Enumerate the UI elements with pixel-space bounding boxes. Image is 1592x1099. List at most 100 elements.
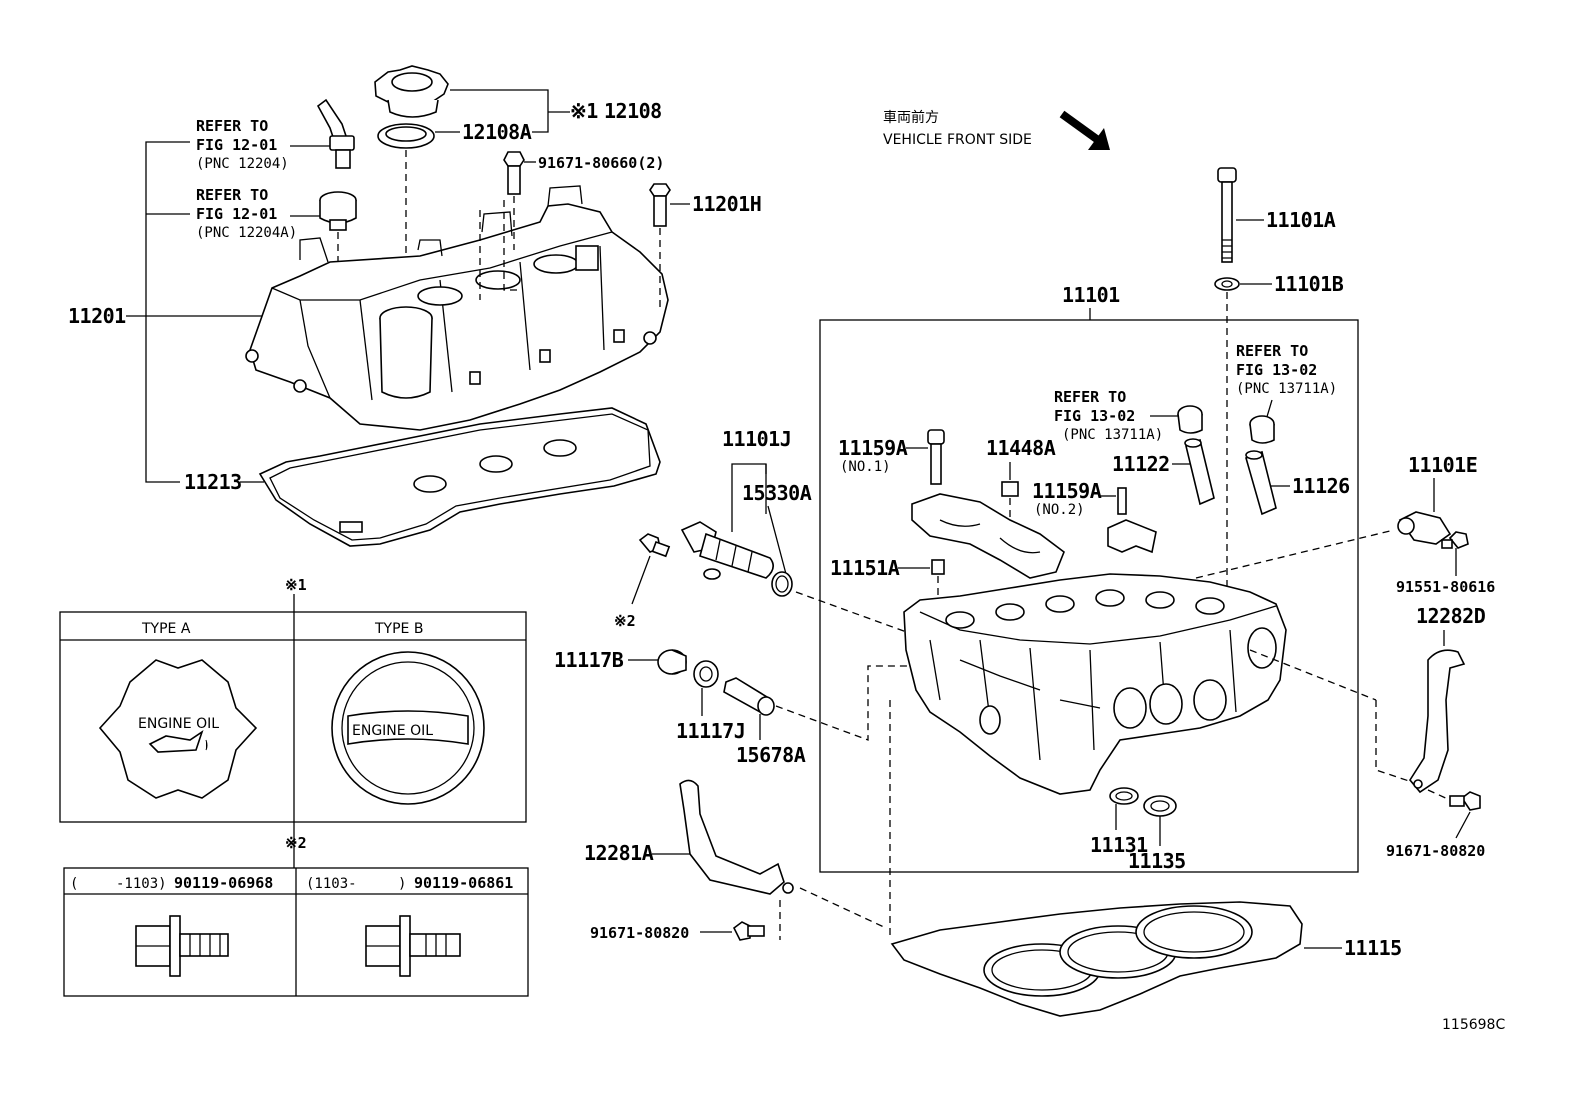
- part-label-11131: 11131: [1090, 833, 1148, 857]
- part-label-11117J: 11117J: [676, 719, 745, 743]
- valve-guide-11122: [1184, 438, 1215, 506]
- refer-label-2-line3: (PNC 12204A): [196, 225, 297, 241]
- oil-filler-gasket: [377, 123, 435, 149]
- part-label-11101J: 11101J: [722, 427, 791, 451]
- bolt-11201H: [649, 183, 671, 227]
- gasket-11117J: [693, 660, 719, 688]
- camshaft-bearing-cap: [911, 493, 1065, 579]
- head-bolt-washer-11101B: [1214, 277, 1240, 291]
- part-label-11201: 11201: [68, 304, 126, 328]
- refer-label-3-line3: (PNC 13711A): [1062, 427, 1163, 443]
- part-label-91671-80820-right: 91671-80820: [1386, 842, 1485, 860]
- pcv-hose-fitting: [316, 98, 355, 169]
- part-label-11115: 11115: [1344, 936, 1402, 960]
- part-label-11201H: 11201H: [692, 192, 761, 216]
- valve-guide-11126: [1245, 450, 1277, 516]
- part-label-11151A: 11151A: [830, 556, 900, 580]
- union-15678A: [723, 677, 775, 716]
- cylinder-head-gasket: [890, 901, 1303, 1017]
- part-label-15678A: 15678A: [736, 743, 806, 767]
- cylinder-head: [903, 573, 1287, 795]
- part-label-91671-80660: 91671-80660(2): [538, 154, 664, 172]
- part-label-91551-80616: 91551-80616: [1396, 578, 1495, 596]
- valve-stem-seal-left: [1177, 405, 1203, 434]
- front-arrow-icon: [1059, 110, 1110, 150]
- part-label-11213: 11213: [184, 470, 242, 494]
- cap-type-a-header: TYPE A: [141, 621, 191, 637]
- plug-11117B: [657, 649, 687, 675]
- oil-filler-cap: [374, 65, 449, 118]
- refer-label-1-line2: FIG 12-01: [196, 136, 277, 154]
- valve-stem-seal-right: [1249, 415, 1275, 444]
- part-label-12281A: 12281A: [584, 841, 654, 865]
- part-label-11159A-1: 11159A: [838, 436, 908, 460]
- part-label-11159A-2-sub: (NO.2): [1034, 502, 1085, 518]
- oil-control-valve-o-ring: [771, 571, 793, 597]
- bolt-left-range: -1103): [116, 876, 167, 892]
- bolt-91671-80820-left: [732, 921, 765, 941]
- seal-11135: [1143, 795, 1177, 817]
- part-label-11101A: 11101A: [1266, 208, 1336, 232]
- part-label-11135: 11135: [1128, 849, 1186, 873]
- cap-type-b-header: TYPE B: [374, 621, 423, 637]
- direction-en-label: VEHICLE FRONT SIDE: [883, 132, 1032, 148]
- valve-cover: [245, 185, 669, 431]
- bolt-left-range-open: (: [70, 876, 78, 892]
- mark1-reference: ※1: [570, 99, 598, 123]
- oil-control-valve: [680, 521, 774, 580]
- refer-label-4-line3: (PNC 13711A): [1236, 381, 1337, 397]
- part-label-11101B: 11101B: [1274, 272, 1344, 296]
- engine-hanger-12282D: [1409, 649, 1466, 794]
- bolt-left-part-number: 90119-06968: [174, 874, 273, 892]
- bolt-table-mark: ※2: [285, 834, 307, 852]
- bolt-right-range-close: ): [398, 876, 406, 892]
- bolt-variant-table: ( -1103) 90119-06968 (1103- ) 90119-0686…: [63, 867, 529, 997]
- bolt-91671-80660: [503, 151, 525, 195]
- cap-table-mark: ※1: [285, 576, 307, 594]
- part-label-11448A: 11448A: [986, 436, 1056, 460]
- part-label-11126: 11126: [1292, 474, 1350, 498]
- part-label-11117B: 11117B: [554, 648, 624, 672]
- bolt-right-range: (1103-: [306, 876, 357, 892]
- flange-bolt-icon-left: [135, 915, 229, 977]
- part-label-11122: 11122: [1112, 452, 1170, 476]
- seal-11131: [1109, 787, 1139, 805]
- camshaft-bearing-bolt-no2: [1117, 487, 1127, 515]
- cylinder-head-assembly-box: [819, 319, 1359, 873]
- refer-label-1-line3: (PNC 12204): [196, 156, 289, 172]
- refer-label-1-line1: REFER TO: [196, 117, 268, 135]
- head-bolt-11101A: [1217, 167, 1237, 263]
- vehicle-front-indicator: 車両前方 VEHICLE FRONT SIDE: [883, 109, 1110, 150]
- ocv-bolt-mark: ※2: [614, 612, 636, 630]
- figure-id: 115698C: [1442, 1017, 1505, 1033]
- cap-a-text: ENGINE OIL: [138, 716, 219, 732]
- dowel-pin-11151A: [931, 559, 945, 575]
- refer-label-2-line1: REFER TO: [196, 186, 268, 204]
- refer-label-4-line2: FIG 13-02: [1236, 361, 1317, 379]
- refer-label-3-line2: FIG 13-02: [1054, 407, 1135, 425]
- refer-label-3-line1: REFER TO: [1054, 388, 1126, 406]
- bolt-91671-80820-right: [1449, 791, 1481, 811]
- cap-b-text: ENGINE OIL: [352, 723, 433, 739]
- engine-hanger-12281A: [679, 779, 794, 895]
- bolt-91551-80616: [1441, 531, 1469, 549]
- oil-can-icon: [148, 730, 208, 753]
- refer-label-2-line2: FIG 12-01: [196, 205, 277, 223]
- part-label-11101: 11101: [1062, 283, 1120, 307]
- part-label-15330A: 15330A: [742, 481, 812, 505]
- dowel-pin-11448A: [1001, 481, 1019, 497]
- part-label-91671-80820-left: 91671-80820: [590, 924, 689, 942]
- part-label-11159A-2: 11159A: [1032, 479, 1102, 503]
- part-label-11101E: 11101E: [1408, 453, 1477, 477]
- pcv-grommet: [319, 191, 357, 231]
- ocv-bolt: [638, 533, 671, 558]
- part-label-12108: 12108: [604, 99, 662, 123]
- refer-label-4-line1: REFER TO: [1236, 342, 1308, 360]
- camshaft-position-sensor-11101E: [1397, 511, 1452, 545]
- cap-type-table: TYPE A TYPE B ENGINE OIL ENGINE OIL: [59, 611, 527, 823]
- bolt-right-part-number: 90119-06861: [414, 874, 513, 892]
- part-label-12108A: 12108A: [462, 120, 532, 144]
- camshaft-bearing-cap-no2: [1107, 519, 1157, 554]
- part-label-12282D: 12282D: [1416, 604, 1486, 628]
